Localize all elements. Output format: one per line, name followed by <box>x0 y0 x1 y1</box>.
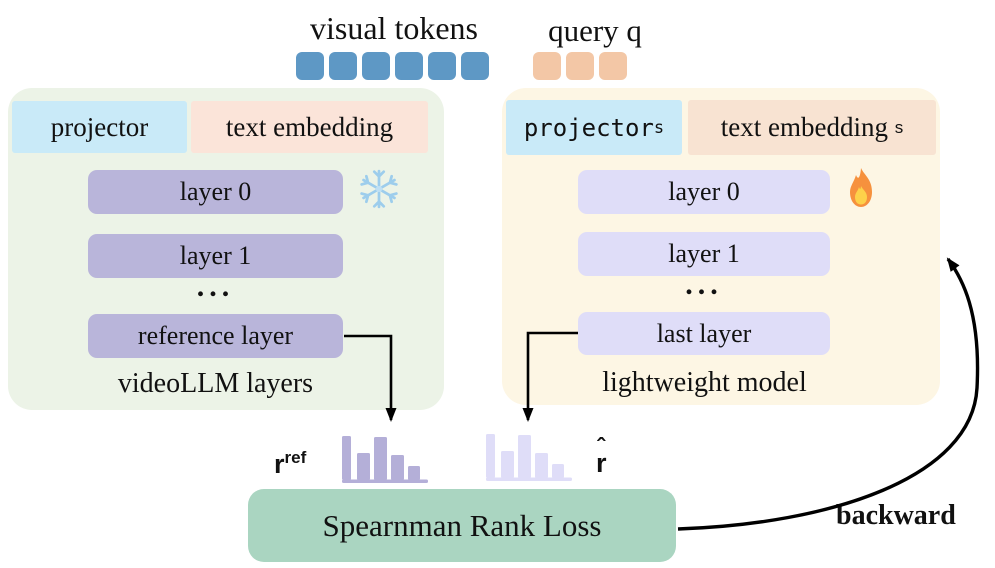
videollm-projector-box: projector <box>12 101 187 153</box>
rank-base: r <box>596 448 607 478</box>
lightweight-layer-0: layer 0 <box>578 170 830 214</box>
lightweight-ellipsis: ... <box>685 268 723 301</box>
rank-superscript: ref <box>284 448 307 467</box>
lightweight-last-layer: last layer <box>578 312 830 355</box>
loss-label: Spearnman Rank Loss <box>322 507 602 543</box>
layer-label: layer 0 <box>668 177 740 206</box>
layer-label: layer 1 <box>179 241 252 270</box>
layer-label: layer 0 <box>179 177 252 206</box>
backward-label: backward <box>836 500 956 531</box>
layer-label: reference layer <box>137 321 294 350</box>
lightweight-projector-label: projector <box>523 113 654 142</box>
lightweight-text-embedding-label: text embedding <box>720 112 888 142</box>
visual-tokens-label: visual tokens <box>310 10 478 46</box>
lightweight-text-embedding-box: text embedding s <box>688 100 936 155</box>
query-tokens-row <box>533 52 627 80</box>
reference-rank-label: rref <box>274 448 306 480</box>
videollm-text-embedding-box: text embedding <box>191 101 428 153</box>
layer-label: layer 1 <box>668 239 740 268</box>
spearman-rank-loss-box: Spearnman Rank Loss <box>248 489 676 562</box>
videollm-panel: projector text embedding layer 0 layer 1… <box>8 88 444 410</box>
query-label: query q <box>548 13 642 48</box>
videollm-caption: videoLLM layers <box>117 368 314 399</box>
visual-tokens-row <box>296 52 489 80</box>
rank-base: r <box>274 449 285 479</box>
videollm-layer-0: layer 0 <box>88 170 343 214</box>
videollm-text-embedding-label: text embedding <box>225 111 394 142</box>
predicted-rank-bar-chart-icon <box>486 434 572 481</box>
query-token <box>533 52 561 80</box>
visual-token <box>362 52 390 80</box>
hat-accent: ˆ <box>597 434 605 461</box>
visual-token <box>329 52 357 80</box>
query-token <box>599 52 627 80</box>
videollm-projector-label: projector <box>50 111 149 142</box>
visual-token <box>461 52 489 80</box>
videollm-ellipsis: ... <box>196 270 235 303</box>
videollm-layer-1: layer 1 <box>88 234 343 278</box>
lightweight-caption: lightweight model <box>602 367 807 398</box>
query-token <box>566 52 594 80</box>
visual-token <box>296 52 324 80</box>
layer-label: last layer <box>656 318 752 348</box>
visual-token <box>395 52 423 80</box>
visual-token <box>428 52 456 80</box>
fire-icon <box>850 168 872 207</box>
reference-rank-bar-chart-icon <box>342 436 428 483</box>
videollm-reference-layer: reference layer <box>88 314 343 358</box>
snowflake-icon <box>359 169 399 209</box>
